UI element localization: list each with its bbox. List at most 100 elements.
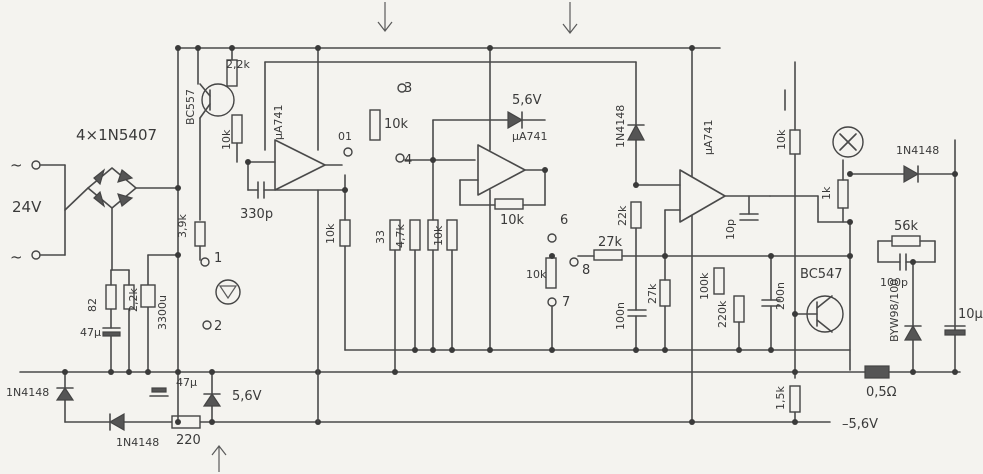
resistor-1k (769, 159, 851, 223)
c-100n-a-label: 100n (614, 302, 627, 330)
diode-byw98-label: BYW98/100 (888, 279, 901, 342)
capacitor-3300u (140, 284, 156, 308)
opamp-2 (459, 47, 546, 351)
transistor-top-right (832, 126, 864, 158)
zener-low-label: 5,6V (232, 389, 262, 404)
r-33-label: 33 (374, 230, 387, 244)
node-2-label: 2 (214, 319, 222, 334)
pot-100k-label: 100k (698, 272, 711, 300)
r-10k-right-label: 10k (775, 129, 788, 150)
arrow-down-right (562, 2, 578, 34)
diode-left-label: 1N4148 (6, 386, 49, 399)
led-indicator (215, 279, 241, 305)
opamp-3 (635, 47, 771, 423)
bridge-label: 4×1N5407 (76, 126, 157, 144)
zener-5v6-low (202, 371, 222, 423)
node-6-label: 6 (560, 213, 568, 228)
capacitor-10p (739, 195, 759, 221)
r-2k2-top-label: 2,2k (226, 58, 250, 71)
r-3k9-label: 3,9k (176, 214, 189, 238)
zener-top-label: 5,6V (512, 93, 542, 108)
r-10k-bc557-label: 10k (220, 129, 233, 150)
r-220k-label: 220k (716, 300, 729, 328)
node-01-label: 01 (338, 130, 352, 143)
node-8-label: 8 (582, 263, 590, 278)
resistor-4k7 (409, 219, 421, 351)
resistor-27k-b (659, 279, 671, 351)
ac-symbol-top: ~ (10, 156, 23, 174)
node-3-label: 3 (404, 81, 412, 96)
node-1-terminal (200, 257, 210, 267)
node-7-label: 7 (562, 295, 570, 310)
c-10u-label: 10µ (958, 307, 983, 322)
node-01-terminal (343, 147, 353, 157)
resistor-10k-b (446, 219, 458, 351)
arrow-down-left (377, 2, 393, 32)
r-2k2-left-label: 2,2k (127, 288, 140, 312)
r-220-label: 220 (176, 433, 201, 448)
r-10k-a-label: 10k (432, 225, 445, 246)
resistor-10k-right (789, 61, 801, 379)
resistor-2k2-left (110, 269, 135, 373)
ac-input-top (31, 160, 66, 170)
opamp-3-label: µA741 (702, 119, 715, 155)
diode-1n4148-right (627, 61, 645, 186)
ac-input-bottom (31, 250, 66, 260)
c-330p-label: 330p (240, 207, 273, 222)
top-rail (177, 47, 721, 63)
capacitor-10u (944, 325, 966, 336)
node-1-label: 1 (214, 251, 222, 266)
capacitor-200n (761, 255, 781, 351)
resistor-10k-a (427, 119, 439, 351)
junctions (62, 45, 958, 425)
opamp-1 (247, 47, 343, 191)
pot-10k-right (545, 233, 579, 351)
resistor-0r5 (864, 365, 890, 379)
resistor-27k (577, 249, 851, 261)
r-27k-b-label: 27k (646, 283, 659, 304)
r-0r5-label: 0,5Ω (866, 385, 897, 400)
capacitor-47u-left (102, 327, 121, 373)
diode-1n4148-far (849, 164, 956, 184)
capacitor-100p (877, 253, 936, 271)
diode-1n4148-left (55, 371, 75, 423)
r-82-label: 82 (86, 298, 99, 312)
resistor-33 (389, 219, 401, 373)
pot-100k (713, 267, 725, 295)
diode-byw98 (903, 261, 923, 373)
bc547-label: BC547 (800, 267, 843, 282)
capacitor-100n-a (627, 227, 647, 351)
r-4k7-label: 4,7k (394, 224, 407, 248)
r-27k-label: 27k (598, 235, 623, 250)
capacitor-47u-mid (149, 371, 179, 423)
resistor-3k9 (194, 221, 206, 261)
c-200n-label: 200n (774, 282, 787, 310)
r-22k-label: 22k (616, 205, 629, 226)
transistor-bc557 (197, 47, 235, 221)
resistor-10k-bc557 (231, 114, 243, 163)
arrow-up-bottom (211, 445, 227, 472)
bc557-label: BC557 (184, 89, 197, 125)
diode-far-label: 1N4148 (896, 144, 939, 157)
negative-rail-label: –5,6V (842, 417, 878, 432)
resistor-10k-feedback (459, 169, 546, 210)
c-47u-mid-label: 47µ (176, 376, 197, 389)
c-10p-label: 10p (724, 219, 737, 240)
opamp-2-label: µA741 (512, 130, 548, 143)
c-47u-left-label: 47µ (80, 326, 101, 339)
node-4-label: 4 (404, 153, 412, 168)
resistor-82 (105, 269, 117, 329)
zener-5v6-top (489, 110, 546, 130)
input-voltage-label: 24V (12, 198, 42, 216)
diode-bottom-label: 1N4148 (116, 436, 159, 449)
diode-right-label: 1N4148 (614, 105, 627, 148)
c-3300u-label: 3300u (156, 295, 169, 330)
r-1k5-label: 1,5k (774, 386, 787, 410)
opamp-1-label: µA741 (272, 104, 285, 140)
c-100p-label: 100p (880, 276, 908, 289)
r-1k-label: 1k (820, 186, 833, 200)
resistor-1k5 (789, 385, 801, 423)
resistor-220k (733, 295, 745, 351)
